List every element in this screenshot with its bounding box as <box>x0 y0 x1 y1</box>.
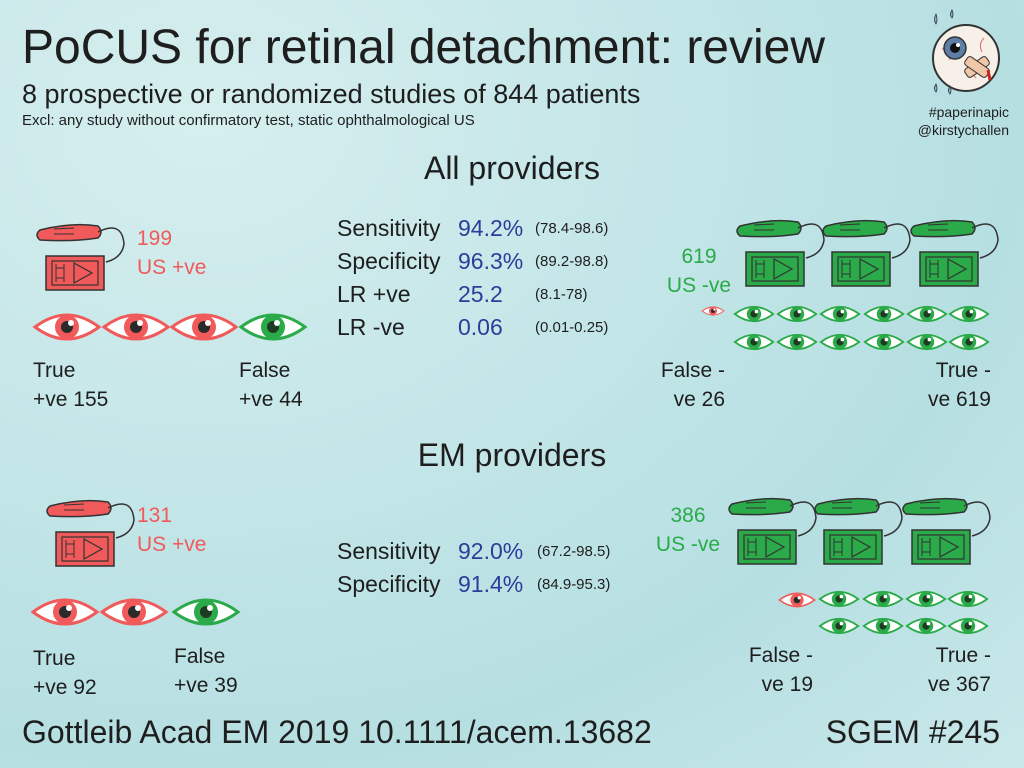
em-true-neg-line1: True - <box>935 644 991 667</box>
ultrasound-negative-icon <box>902 497 991 565</box>
em-true-neg: True - ve 367 <box>900 641 991 699</box>
stat-ci: (0.01-0.25) <box>535 319 609 336</box>
all-true-neg-line1: True - <box>935 359 991 382</box>
em-us-pos-label: US +ve <box>137 533 207 556</box>
em-false-neg-line2: ve 19 <box>761 673 813 696</box>
all-false-neg-line1: False - <box>660 359 725 382</box>
em-true-neg-line2: ve 367 <box>927 673 991 696</box>
ultrasound-negative-icon <box>910 219 999 287</box>
stat-ci: (89.2-98.8) <box>535 253 609 270</box>
stat-row: LR +ve 25.2 (8.1-78) <box>337 281 627 314</box>
stat-row: Specificity 96.3% (89.2-98.8) <box>337 248 627 281</box>
stat-ci: (67.2-98.5) <box>537 543 611 560</box>
stat-value: 91.4% <box>458 571 524 597</box>
em-false-pos-line2: +ve 39 <box>174 674 238 697</box>
all-us-pos-count: 199 <box>137 227 173 250</box>
stat-value: 96.3% <box>458 248 524 274</box>
all-true-neg: True - ve 619 <box>900 356 991 414</box>
em-true-pos-line2: +ve 92 <box>33 676 97 699</box>
logo-tags: #paperinapic @kirstychallen <box>918 103 1009 139</box>
hashtag: #paperinapic <box>928 104 1009 120</box>
green-eye-grid <box>818 590 989 635</box>
all-us-pos-label: US +ve <box>137 256 207 279</box>
all-false-pos: False +ve 44 <box>239 356 303 414</box>
stat-value: 25.2 <box>458 281 503 307</box>
stat-value: 0.06 <box>458 314 503 340</box>
stat-name: Specificity <box>337 571 441 597</box>
stat-ci: (78.4-98.6) <box>535 220 609 237</box>
page-title: PoCUS for retinal detachment: review <box>22 21 826 74</box>
all-us-neg: 619 US -ve <box>666 242 732 300</box>
subtitle: 8 prospective or randomized studies of 8… <box>22 79 641 109</box>
stat-ci: (8.1-78) <box>535 286 588 303</box>
exclusion-note: Excl: any study without confirmatory tes… <box>22 112 475 129</box>
section-title-all: All providers <box>423 150 601 186</box>
all-us-pos: 199 US +ve <box>137 224 206 282</box>
stat-row: Sensitivity 94.2% (78.4-98.6) <box>337 215 627 248</box>
stat-name: Specificity <box>337 248 441 274</box>
em-us-neg-label: US -ve <box>655 533 721 556</box>
all-us-neg-count: 619 <box>681 245 717 268</box>
all-false-neg: False - ve 26 <box>645 356 725 414</box>
stat-name: Sensitivity <box>337 215 441 241</box>
citation: Gottleib Acad EM 2019 10.1111/acem.13682 <box>22 714 652 750</box>
em-us-pos-count: 131 <box>137 504 173 527</box>
stat-row: Sensitivity 92.0% (67.2-98.5) <box>337 538 627 571</box>
em-false-pos: False +ve 39 <box>174 642 238 700</box>
all-false-pos-line1: False <box>239 359 291 382</box>
stat-row: Specificity 91.4% (84.9-95.3) <box>337 571 627 604</box>
author-handle: @kirstychallen <box>917 122 1009 138</box>
eyeball-logo-icon <box>932 9 1000 95</box>
all-true-neg-line2: ve 619 <box>927 388 991 411</box>
all-us-neg-label: US -ve <box>666 274 732 297</box>
stat-row: LR -ve 0.06 (0.01-0.25) <box>337 314 627 347</box>
em-false-neg-line1: False - <box>748 644 813 667</box>
stat-value: 94.2% <box>458 215 524 241</box>
em-us-pos: 131 US +ve <box>137 501 206 559</box>
em-false-pos-line1: False <box>174 645 226 668</box>
em-true-pos: True +ve 92 <box>33 644 97 702</box>
all-false-pos-line2: +ve 44 <box>239 388 303 411</box>
stat-ci: (84.9-95.3) <box>537 576 611 593</box>
section-title-em: EM providers <box>417 437 607 473</box>
stat-value: 92.0% <box>458 538 524 564</box>
stat-name: LR +ve <box>337 281 411 307</box>
em-false-neg: False - ve 19 <box>733 641 813 699</box>
all-false-neg-line2: ve 26 <box>673 388 725 411</box>
em-us-neg-count: 386 <box>670 504 706 527</box>
all-true-pos-line2: +ve 155 <box>33 388 109 411</box>
episode-number: SGEM #245 <box>825 714 1000 750</box>
all-true-pos-line1: True <box>33 359 76 382</box>
stat-name: Sensitivity <box>337 538 441 564</box>
em-us-neg: 386 US -ve <box>655 501 721 559</box>
em-true-pos-line1: True <box>33 647 76 670</box>
stat-name: LR -ve <box>337 314 405 340</box>
all-true-pos: True +ve 155 <box>33 356 108 414</box>
